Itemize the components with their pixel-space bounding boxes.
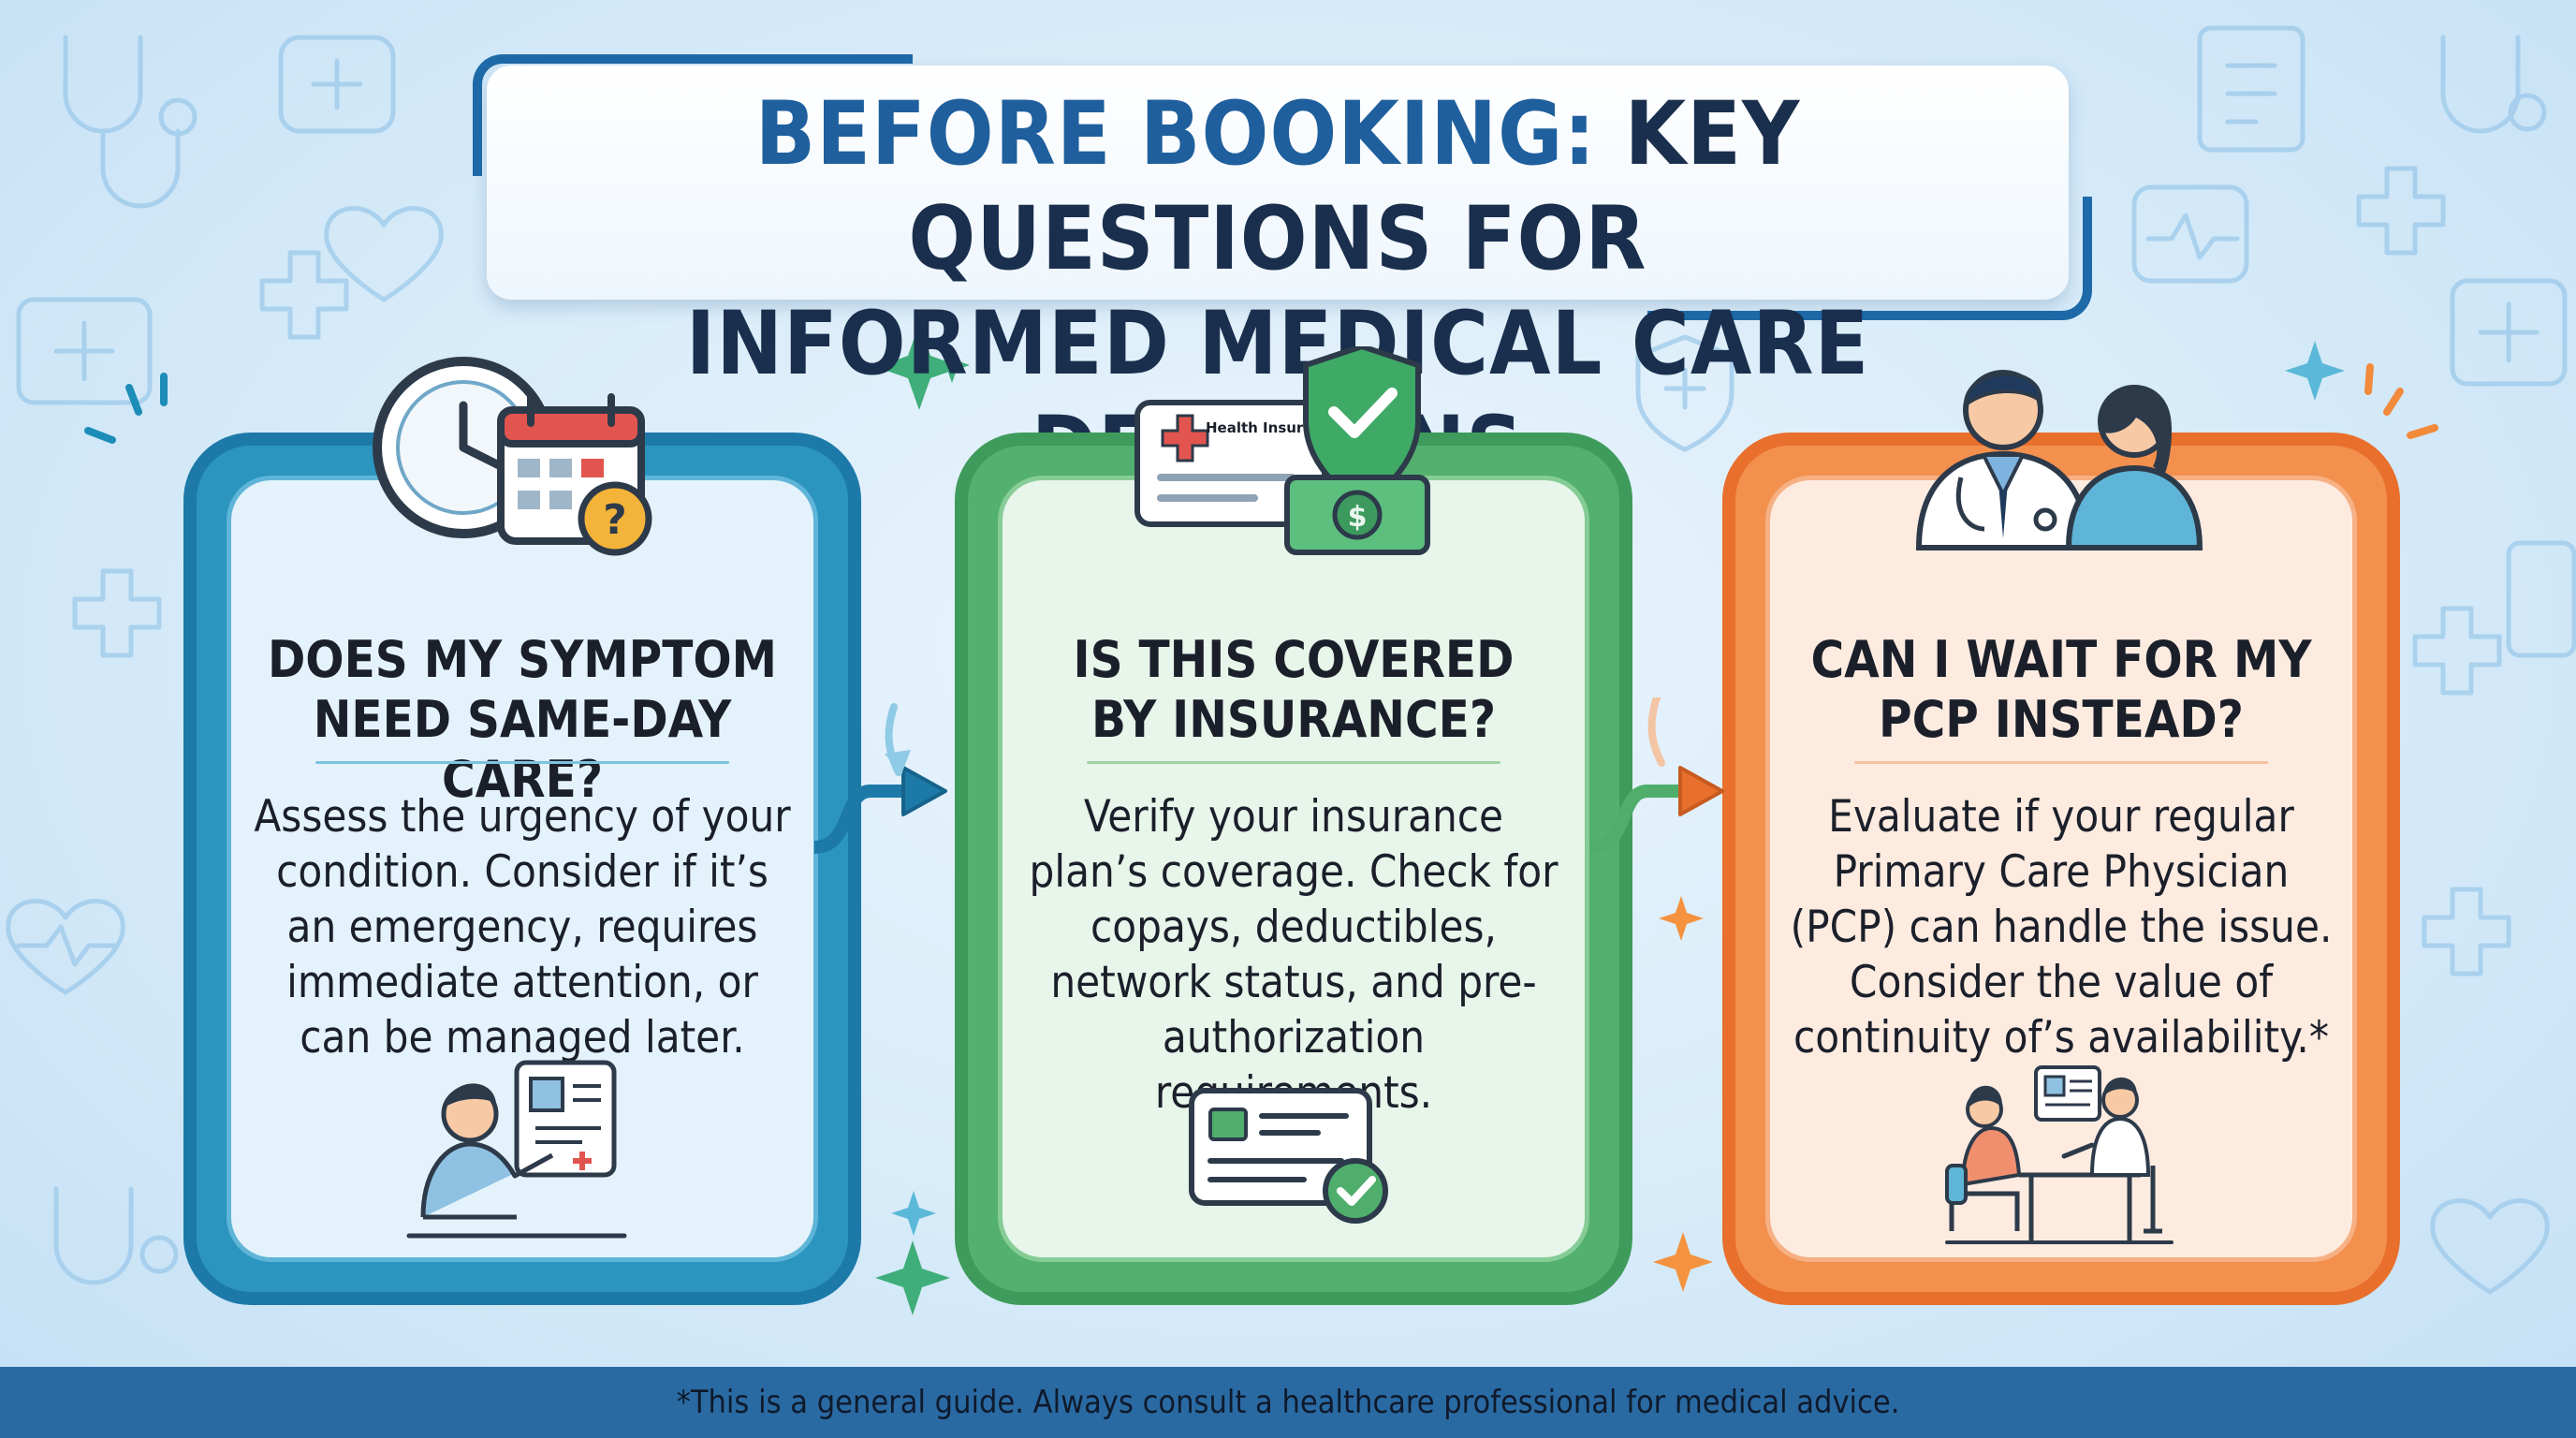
heart-icon [2430,1198,2550,1295]
title-accent-bottom-right [1647,197,2092,320]
medical-document-icon [2506,540,2576,658]
title-banner [487,66,2069,300]
doctor-consultation-icon [1945,1065,2174,1244]
insurance-card-shield-money-icon: Health Insurance $ [1134,346,1430,555]
insurance-card-check-icon [1189,1088,1388,1224]
medical-document-icon [2197,25,2305,153]
stethoscope-icon [2440,35,2547,134]
heart-monitor-icon [2131,184,2249,284]
title-accent-top-left [473,54,913,176]
arrow-right-icon [814,703,947,854]
footer-bar: *This is a general guide. Always consult… [0,1367,2576,1438]
clock-calendar-question-icon: ? [373,357,652,556]
card-wait-for-pcp: CAN I WAIT FOR MY PCP INSTEAD? Evaluate … [1722,433,2400,1305]
first-aid-kit-icon [16,297,153,405]
card-title: DOES MY SYMPTOM NEED SAME-DAY CARE? [267,630,778,809]
svg-text:?: ? [603,496,627,544]
plus-icon [2356,166,2446,256]
title-line1-rest: KEY QUESTIONS FOR [908,83,1801,290]
plus-icon [259,250,349,340]
heart-icon [324,206,444,302]
card-body: Assess the urgency of your condition. Co… [254,791,791,1064]
card-body: Evaluate if your regular Primary Care Ph… [1790,791,2333,1064]
svg-text:$: $ [1348,501,1368,534]
footer-disclaimer: *This is a general guide. Always consult… [676,1384,1900,1421]
heart-pulse-icon [6,899,125,995]
plus-icon [72,568,162,658]
person-pointing-at-chart-icon [406,1060,627,1239]
arrow-right-icon [1591,697,1724,854]
plus-icon [2422,887,2511,976]
plus-icon [2412,606,2502,696]
card-title: CAN I WAIT FOR MY PCP INSTEAD? [1810,630,2312,749]
card-divider [1854,761,2268,764]
shield-cross-icon [1635,334,1734,452]
sparkle-icons [84,324,2438,1315]
first-aid-kit-icon [2450,278,2568,387]
stethoscope-icon [53,1186,179,1285]
card-divider [315,761,729,764]
card-title: IS THIS COVERED BY INSURANCE? [1073,630,1515,749]
medical-cross-icon [278,35,396,134]
card-body: Verify your insurance plan’s coverage. C… [1029,791,1559,1119]
title-highlight: BEFORE BOOKING: [754,83,1597,185]
doctor-and-patient-icon [1915,370,2203,550]
stethoscope-icon [63,35,198,209]
card-divider [1087,761,1500,764]
